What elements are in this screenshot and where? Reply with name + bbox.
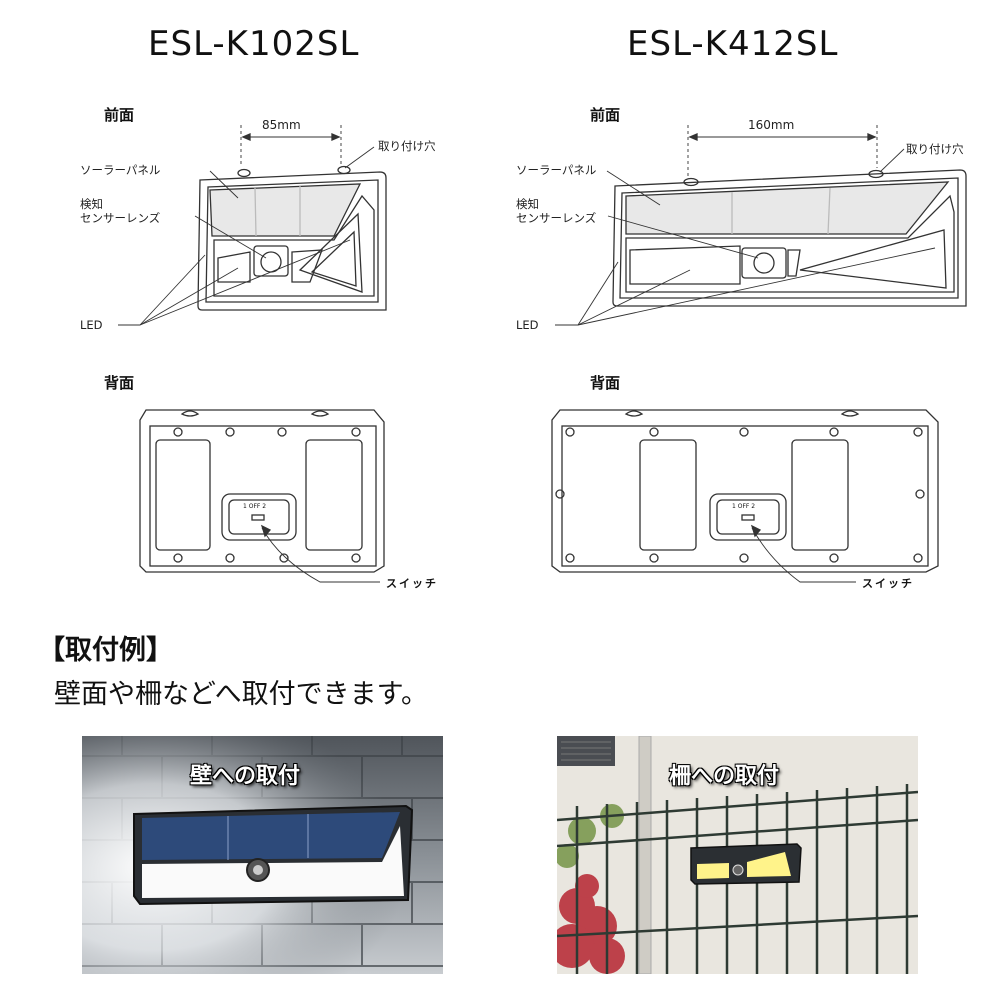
fence-photo-illustration (557, 736, 918, 974)
product-diagrams (118, 125, 967, 583)
wall-caption: 壁への取付 (190, 764, 301, 789)
sensor-label-right-1: 検知 (516, 197, 539, 211)
front-label-right: 前面 (590, 106, 621, 124)
switch-markings-left: 1 OFF 2 (243, 503, 267, 510)
mount-hole-label-right: 取り付け穴 (906, 142, 964, 156)
switch-markings-right: 1 OFF 2 (732, 503, 756, 510)
model-title-right: ESL-K412SL (627, 24, 839, 64)
back-label-left: 背面 (104, 374, 135, 392)
example-heading: 【取付例】 (38, 635, 173, 666)
wall-mount-photo: 壁への取付 (82, 736, 443, 974)
back-label-right: 背面 (590, 374, 621, 392)
led-label-left: LED (80, 318, 103, 332)
dimension-right: 160mm (748, 118, 795, 132)
example-description: 壁面や柵などへ取付できます。 (54, 679, 428, 710)
sensor-label-left-2: センサーレンズ (80, 211, 161, 225)
back-view-left (139, 409, 385, 583)
front-view-left (118, 125, 387, 326)
sensor-label-right-2: センサーレンズ (516, 211, 597, 225)
sensor-label-left-1: 検知 (80, 197, 103, 211)
front-view-right (555, 125, 967, 326)
back-view-right (551, 409, 939, 583)
wall-photo-illustration (82, 736, 443, 974)
fence-caption: 柵への取付 (669, 764, 780, 789)
dimension-left: 85mm (262, 118, 301, 132)
mount-hole-label-left: 取り付け穴 (378, 139, 436, 153)
led-label-right: LED (516, 318, 539, 332)
solar-panel-label-left: ソーラーパネル (80, 163, 161, 177)
front-label-left: 前面 (104, 106, 135, 124)
switch-label-left: スイッチ (386, 577, 438, 590)
switch-label-right: スイッチ (862, 577, 914, 590)
fence-mount-photo: 柵への取付 (557, 736, 918, 974)
solar-panel-label-right: ソーラーパネル (516, 163, 597, 177)
model-title-left: ESL-K102SL (148, 24, 360, 64)
